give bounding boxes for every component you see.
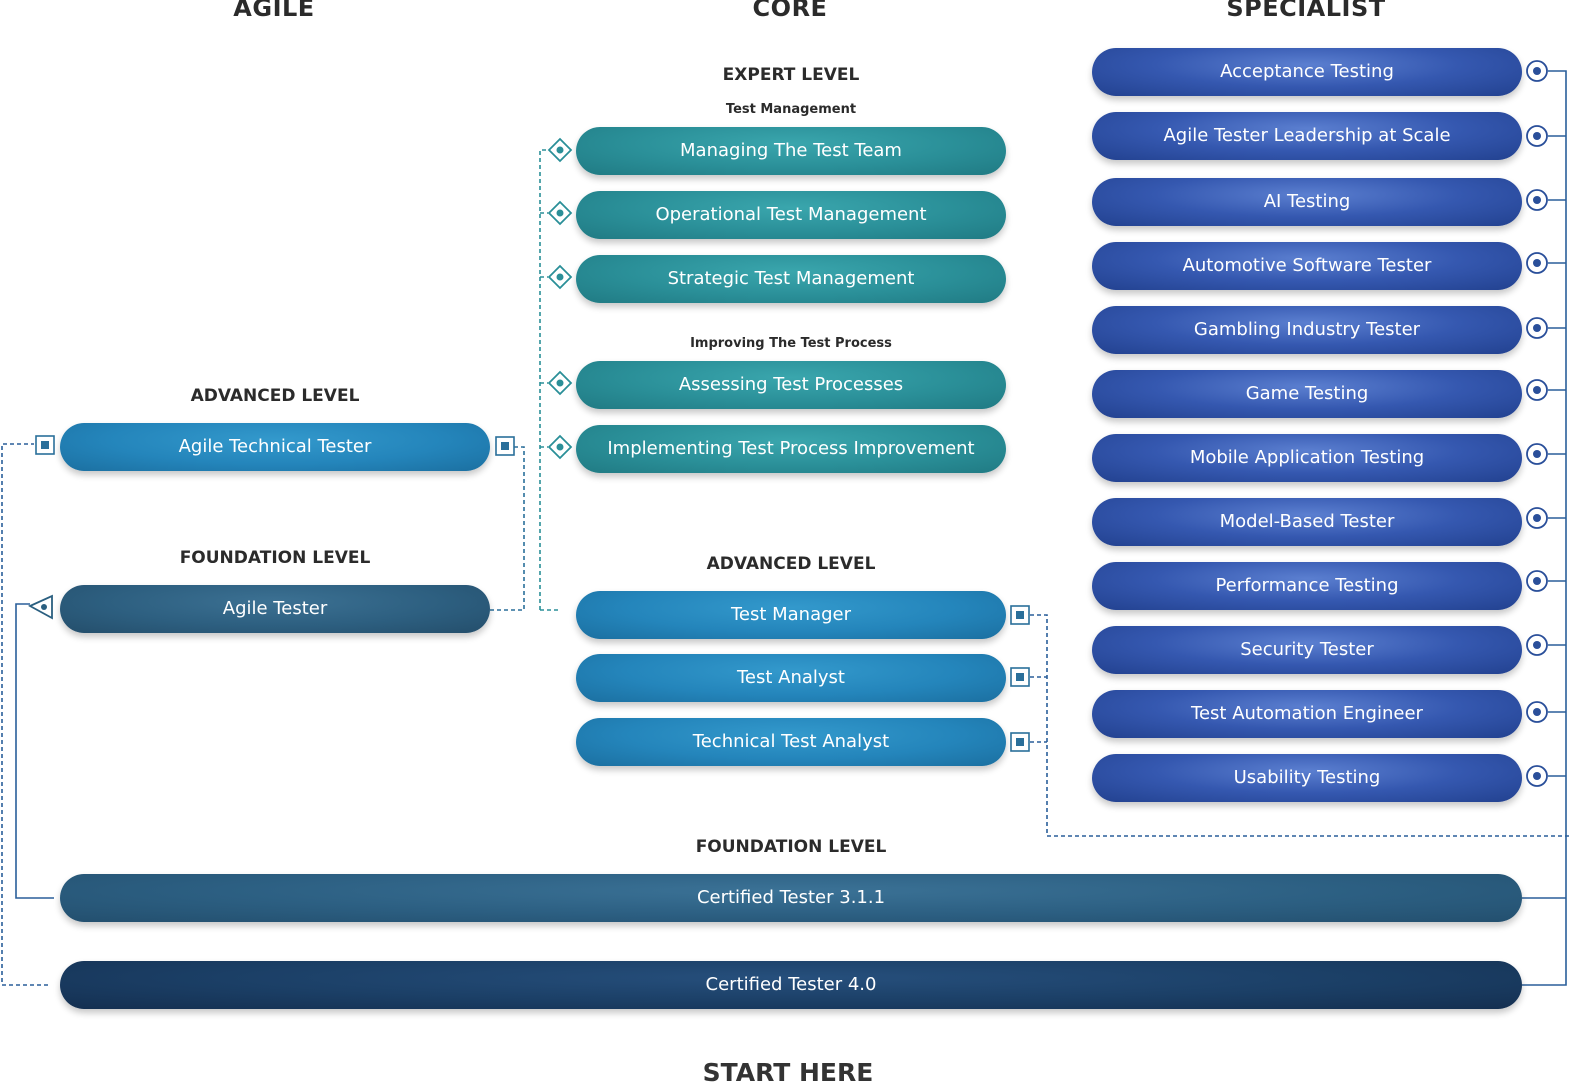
test-management-subheading: Test Management (725, 102, 857, 117)
column-title-core: CORE (752, 0, 828, 22)
specialist-item[interactable]: Model-Based Tester (1092, 498, 1522, 546)
assessing-test-processes-pill[interactable]: Assessing Test Processes (576, 361, 1006, 409)
specialist-item[interactable]: Agile Tester Leadership at Scale (1092, 112, 1522, 160)
operational-test-management-pill[interactable]: Operational Test Management (576, 191, 1006, 239)
specialist-item[interactable]: Test Automation Engineer (1092, 690, 1522, 738)
certified-tester-40-pill[interactable]: Certified Tester 4.0 (60, 961, 1522, 1009)
agile-foundation-heading: FOUNDATION LEVEL (179, 548, 371, 568)
start-here-label: START HERE (702, 1058, 874, 1086)
improving-test-process-subheading: Improving The Test Process (690, 336, 892, 351)
connector-agile-to-expert (539, 149, 558, 611)
specialist-item[interactable]: Acceptance Testing (1092, 48, 1522, 96)
column-title-specialist: SPECIALIST (1226, 0, 1386, 22)
triangle-icon (27, 594, 53, 620)
foundation-heading: FOUNDATION LEVEL (695, 837, 887, 857)
test-manager-pill[interactable]: Test Manager (576, 591, 1006, 639)
specialist-item[interactable]: Usability Testing (1092, 754, 1522, 802)
specialist-item[interactable]: AI Testing (1092, 178, 1522, 226)
core-advanced-heading: ADVANCED LEVEL (706, 554, 876, 574)
agile-technical-tester-pill[interactable]: Agile Technical Tester (60, 423, 490, 471)
managing-test-team-pill[interactable]: Managing The Test Team (576, 127, 1006, 175)
column-title-agile: AGILE (233, 0, 315, 22)
core-expert-heading: EXPERT LEVEL (722, 65, 860, 85)
specialist-item[interactable]: Game Testing (1092, 370, 1522, 418)
circle-dot-icons (1526, 60, 1548, 787)
specialist-item[interactable]: Gambling Industry Tester (1092, 306, 1522, 354)
specialist-item[interactable]: Automotive Software Tester (1092, 242, 1522, 290)
agile-tester-pill[interactable]: Agile Tester (60, 585, 490, 633)
specialist-item[interactable]: Performance Testing (1092, 562, 1522, 610)
test-analyst-pill[interactable]: Test Analyst (576, 654, 1006, 702)
certified-tester-311-pill[interactable]: Certified Tester 3.1.1 (60, 874, 1522, 922)
connector-ct311-to-agile-tester (15, 603, 54, 899)
connector-ct40-to-agile-technical (1, 443, 48, 986)
diamond-icons (547, 137, 573, 460)
implementing-test-process-improvement-pill[interactable]: Implementing Test Process Improvement (576, 425, 1006, 473)
technical-test-analyst-pill[interactable]: Technical Test Analyst (576, 718, 1006, 766)
connector-specialist-spine (1522, 70, 1567, 986)
strategic-test-management-pill[interactable]: Strategic Test Management (576, 255, 1006, 303)
connector-core-advanced (1030, 614, 1570, 837)
specialist-item[interactable]: Mobile Application Testing (1092, 434, 1522, 482)
connector-agile-tester-to-agile-technical (490, 446, 525, 611)
specialist-item[interactable]: Security Tester (1092, 626, 1522, 674)
agile-advanced-heading: ADVANCED LEVEL (190, 386, 360, 406)
